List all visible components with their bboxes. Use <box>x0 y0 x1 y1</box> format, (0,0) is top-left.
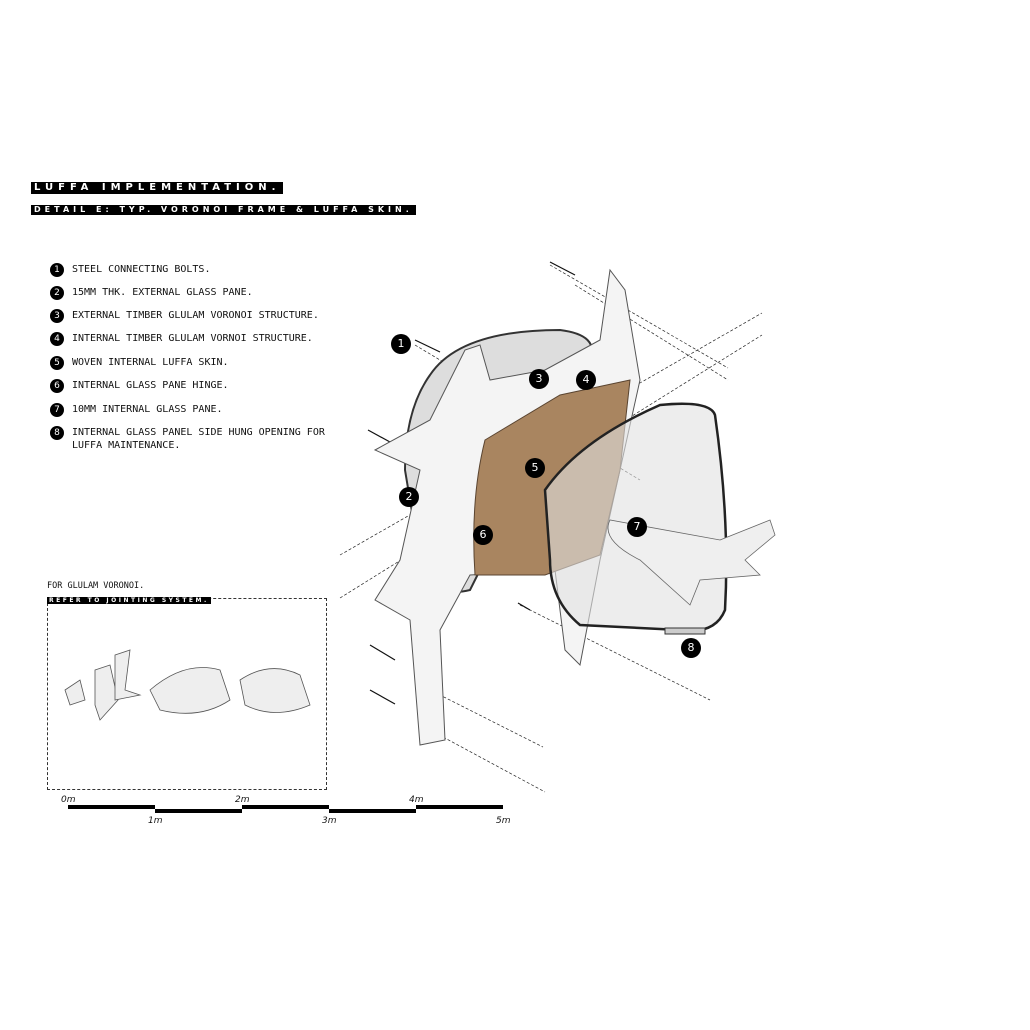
legend-number: 4 <box>50 332 64 346</box>
legend-item: 6 INTERNAL GLASS PANE HINGE. <box>50 379 332 393</box>
scale-label: 0m <box>61 795 76 805</box>
callout-2: 2 <box>399 487 419 507</box>
callout-5: 5 <box>525 458 545 478</box>
scale-label: 3m <box>322 816 337 826</box>
callout-7: 7 <box>627 517 647 537</box>
voronoi-frame-internal <box>607 519 776 606</box>
inset-label: REFER TO JOINTING SYSTEM. <box>47 597 211 604</box>
callout-1: 1 <box>391 334 411 354</box>
scale-label: 1m <box>148 816 163 826</box>
legend-text: STEEL CONNECTING BOLTS. <box>72 264 211 275</box>
legend-number: 8 <box>50 426 64 440</box>
legend-text: 10MM INTERNAL GLASS PANE. <box>72 404 223 415</box>
scale-label: 2m <box>235 795 250 805</box>
legend-number: 3 <box>50 309 64 323</box>
legend-text: 15MM THK. EXTERNAL GLASS PANE. <box>72 287 253 298</box>
legend-number: 7 <box>50 403 64 417</box>
legend-number: 6 <box>50 379 64 393</box>
title: LUFFA IMPLEMENTATION. <box>31 182 284 194</box>
callout-6: 6 <box>473 525 493 545</box>
leader-lines <box>367 261 576 705</box>
legend-item: 8 INTERNAL GLASS PANEL SIDE HUNG OPENING … <box>50 426 332 452</box>
legend-text: INTERNAL TIMBER GLULAM VORNOI STRUCTURE. <box>72 333 313 344</box>
scale-label: 5m <box>496 816 511 826</box>
legend-number: 2 <box>50 286 64 300</box>
inset-jointing-models <box>64 649 311 721</box>
callout-3: 3 <box>529 369 549 389</box>
callout-8: 8 <box>681 638 701 658</box>
legend-item: 2 15MM THK. EXTERNAL GLASS PANE. <box>50 286 332 300</box>
legend-item: 4 INTERNAL TIMBER GLULAM VORNOI STRUCTURE… <box>50 332 332 346</box>
inset-box <box>47 598 327 790</box>
subtitle: DETAIL E: TYP. VORONOI FRAME & LUFFA SKI… <box>31 205 416 215</box>
legend-text: WOVEN INTERNAL LUFFA SKIN. <box>72 357 229 368</box>
legend-text: EXTERNAL TIMBER GLULAM VORONOI STRUCTURE… <box>72 310 319 321</box>
legend-item: 5 WOVEN INTERNAL LUFFA SKIN. <box>50 356 332 370</box>
hinge-handle <box>664 627 706 635</box>
legend-text: INTERNAL GLASS PANEL SIDE HUNG OPENING F… <box>72 427 325 451</box>
legend-item: 1 STEEL CONNECTING BOLTS. <box>50 263 332 277</box>
callout-4: 4 <box>576 370 596 390</box>
scale-label: 4m <box>409 795 424 805</box>
legend-number: 1 <box>50 263 64 277</box>
legend-number: 5 <box>50 356 64 370</box>
legend-text: INTERNAL GLASS PANE HINGE. <box>72 380 229 391</box>
legend-item: 7 10MM INTERNAL GLASS PANE. <box>50 403 332 417</box>
legend-item: 3 EXTERNAL TIMBER GLULAM VORONOI STRUCTUR… <box>50 309 332 323</box>
inset-note: FOR GLULAM VORONOI. <box>47 581 145 591</box>
